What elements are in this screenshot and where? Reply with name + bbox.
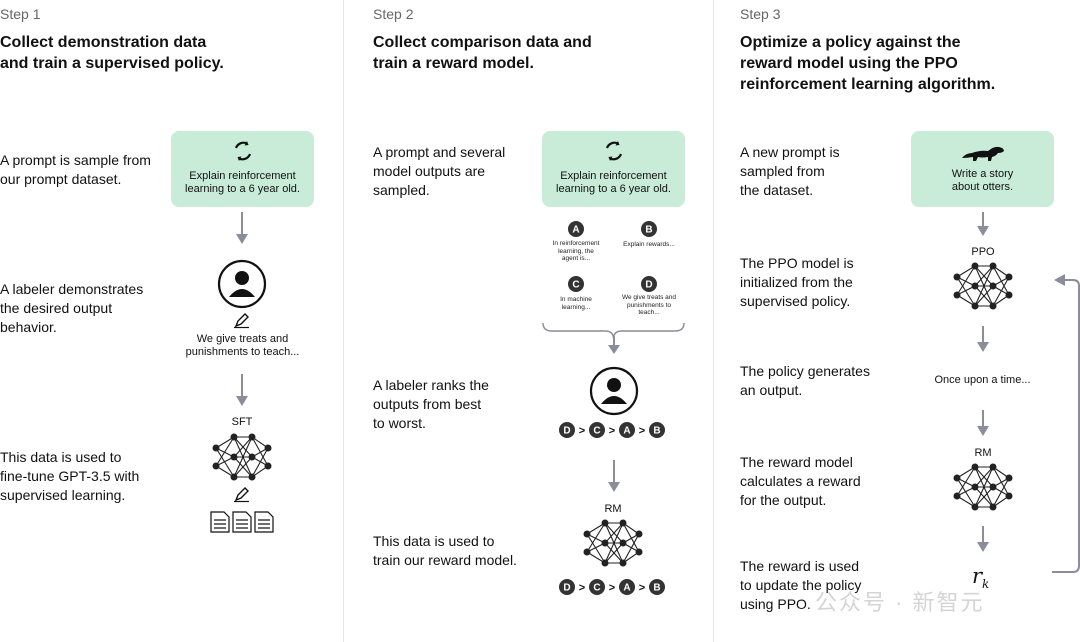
svg-text:A: A [623,583,630,594]
output-c-badge: C [568,276,584,292]
svg-text:C: C [593,426,600,437]
network-icon [212,433,272,481]
rm-label: RM [604,503,622,515]
ppo-label: PPO [971,246,995,258]
rm-label: RM [974,447,992,459]
svg-text:B: B [653,583,660,594]
output-a-badge: A [568,221,584,237]
ranking-row: D > C > A > B [559,579,665,595]
svg-text:>: > [639,582,645,594]
svg-text:>: > [609,582,615,594]
prompt-card: Explain reinforcement learning to a 6 ye… [542,131,685,207]
policy-output-text: Once upon a time... [934,374,1031,386]
refresh-icon [605,141,623,161]
output-b-badge: B [641,221,657,237]
svg-text:A: A [623,426,630,437]
step-1-label: Step 1 [0,6,41,22]
svg-text:A: A [572,225,579,236]
reward-value: rk [972,564,990,592]
prompt-card: Write a story about otters. [911,131,1054,207]
step-2-label: Step 2 [373,6,414,22]
svg-text:>: > [579,582,585,594]
pencil-icon [234,487,249,503]
prompt-text-line: Explain reinforcement [560,170,667,182]
svg-text:D: D [645,280,652,291]
documents-icon [210,511,274,533]
watermark-text: 公众号 · 新智元 [815,590,985,615]
down-arrow-icon [608,460,620,492]
prompt-text-line: learning to a 6 year old. [185,183,300,195]
svg-text:C: C [593,583,600,594]
labeler-avatar-icon [217,259,267,309]
step-3-label: Step 3 [740,6,781,22]
sft-label: SFT [231,416,253,428]
otter-icon [962,146,1004,161]
pencil-icon [234,313,249,329]
svg-text:B: B [645,225,652,236]
prompt-text-line: Write a story [951,168,1014,180]
prompt-text-line: learning to a 6 year old. [556,183,671,195]
down-arrow-icon [977,526,989,552]
network-icon [953,262,1013,310]
network-icon [583,519,643,567]
down-arrow-icon [236,374,248,406]
prompt-card: Explain reinforcement learning to a 6 ye… [171,131,314,207]
svg-text:C: C [572,280,579,291]
feedback-loop-arrow [1052,274,1080,573]
svg-text:B: B [653,426,660,437]
svg-text:>: > [579,425,585,437]
down-arrow-icon [608,336,620,354]
down-arrow-icon [977,410,989,436]
output-d-badge: D [641,276,657,292]
svg-text:>: > [639,425,645,437]
output-b-text: Explain rewards... [623,241,675,248]
svg-text:>: > [609,425,615,437]
prompt-text-line: Explain reinforcement [189,170,296,182]
refresh-icon [234,141,252,161]
svg-text:D: D [563,583,570,594]
labeler-avatar-icon [589,366,639,416]
svg-text:D: D [563,426,570,437]
down-arrow-icon [236,212,248,244]
down-arrow-icon [977,326,989,352]
prompt-text-line: about otters. [951,181,1014,193]
network-icon [953,463,1013,511]
ranking-row: D > C > A > B [559,422,665,438]
down-arrow-icon [977,212,989,236]
